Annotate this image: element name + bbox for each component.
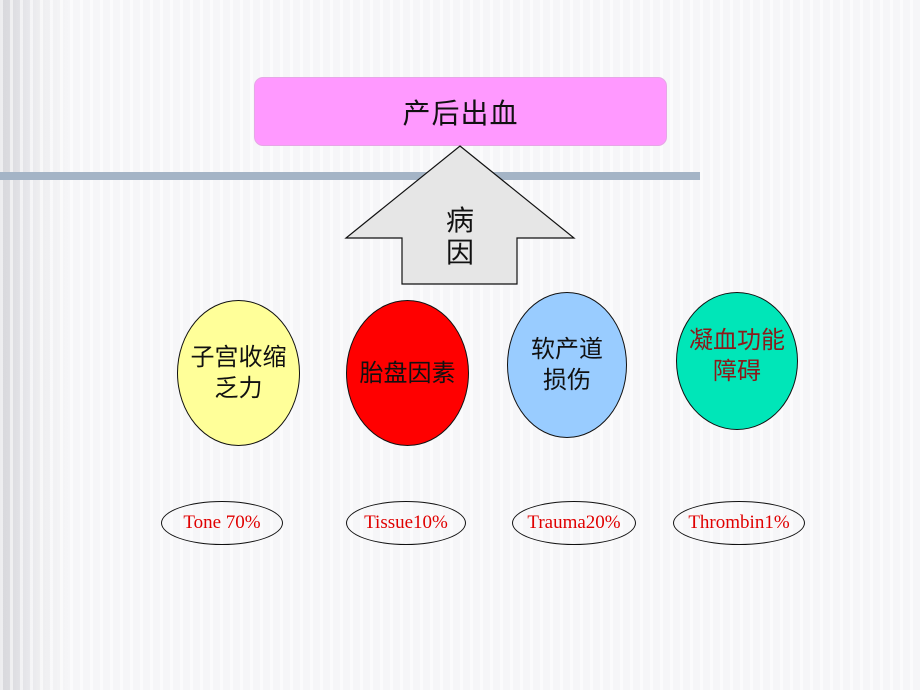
arrow-label-line1: 病: [445, 204, 474, 237]
arrow-label-line2: 因: [445, 236, 474, 269]
cause-line1: 软产道: [531, 335, 603, 363]
up-arrow-polygon: [344, 145, 576, 285]
cause-line1: 凝血功能: [689, 326, 785, 354]
cause-circle-uterine-atony: 子宫收缩 乏力: [177, 300, 300, 446]
up-arrow-shape: [344, 145, 576, 285]
tag-text: Tissue10%: [364, 512, 448, 533]
cause-line2: 乏力: [214, 374, 263, 402]
cause-circle-trauma: 软产道 损伤: [507, 292, 627, 438]
cause-circle-coagulation: 凝血功能 障碍: [676, 292, 798, 430]
tag-tissue: Tissue10%: [346, 501, 466, 545]
cause-circle-placental: 胎盘因素: [346, 300, 469, 446]
tag-text: Thrombin1%: [688, 512, 790, 533]
cause-line2: 损伤: [543, 366, 591, 394]
cause-line1: 子宫收缩: [190, 343, 287, 371]
arrow-label: 病 因: [430, 205, 490, 269]
cause-circle-text: 软产道 损伤: [531, 334, 603, 396]
tag-text: Tone 70%: [183, 512, 261, 533]
divider-line: [0, 172, 700, 180]
cause-line1: 胎盘因素: [359, 358, 456, 387]
title-text: 产后出血: [402, 96, 519, 130]
tag-thrombin: Thrombin1%: [673, 501, 805, 545]
tag-trauma: Trauma20%: [512, 501, 636, 545]
cause-circle-text: 凝血功能 障碍: [689, 325, 785, 387]
title-box: 产后出血: [254, 77, 667, 146]
tag-text: Trauma20%: [527, 512, 621, 533]
cause-circle-text: 胎盘因素: [360, 358, 456, 389]
cause-line2: 障碍: [713, 357, 761, 385]
cause-circle-text: 子宫收缩 乏力: [191, 342, 287, 404]
tag-tone: Tone 70%: [161, 501, 283, 545]
